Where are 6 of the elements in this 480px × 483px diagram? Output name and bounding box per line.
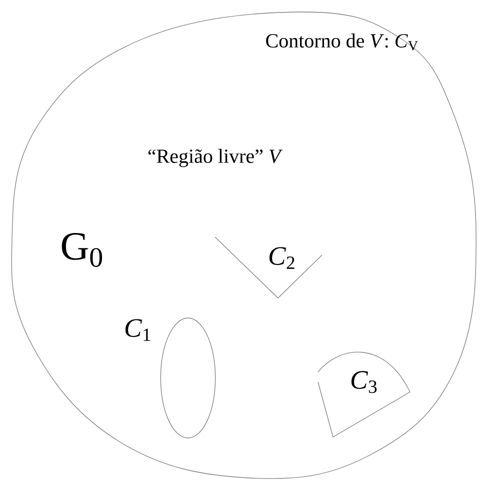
region-name: G$_{0}$ [62, 233, 102, 267]
contour-label: C$_{1}$ [125, 319, 150, 341]
contour-label: C$_{3}$ [351, 371, 377, 393]
region-title: Contorno de V: C$_{V}$ [266, 34, 418, 50]
region-label: “Região livre” V [148, 148, 283, 168]
contour-label: C$_{2}$ [269, 247, 294, 269]
